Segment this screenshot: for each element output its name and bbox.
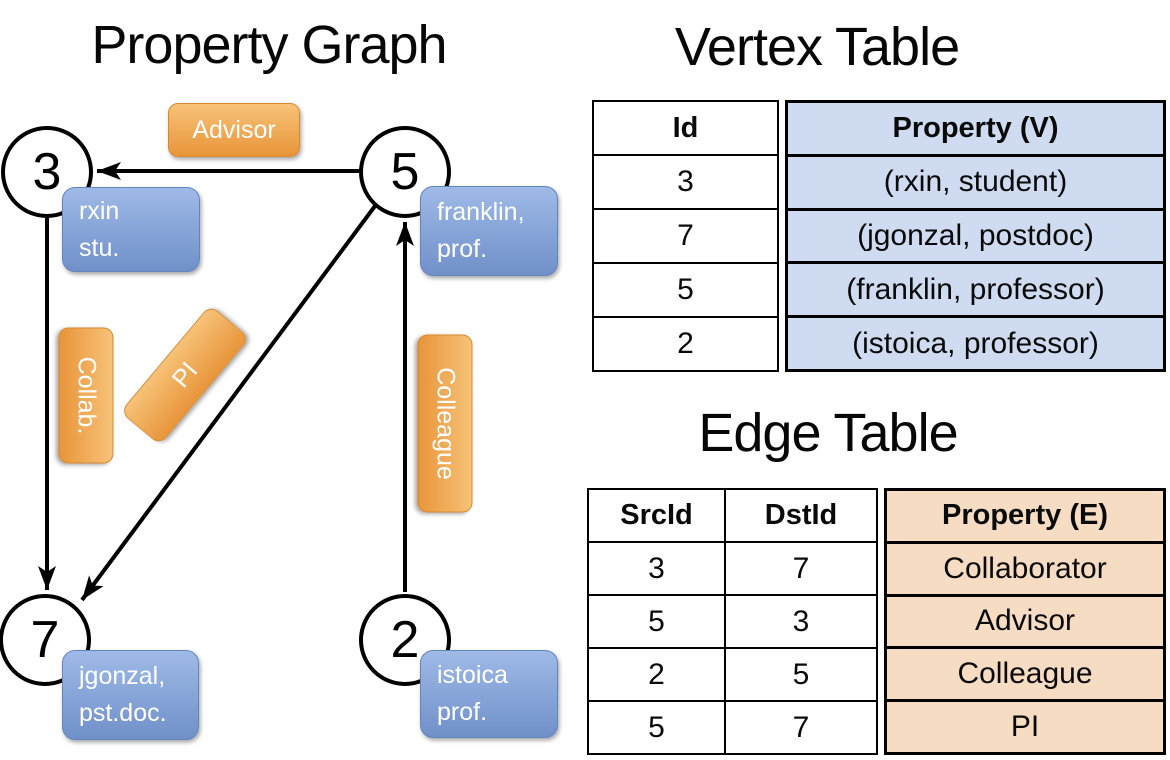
edge-label-pi-text: PI [166,356,203,393]
vertex-label-istoica-line1: istoica [437,661,508,689]
table-row: Advisor [887,593,1163,647]
table-row: 5 [589,594,724,647]
vertex-label-jgonzal: jgonzal, pst.doc. [62,650,199,740]
vertex-table-id-column: Id 3 7 5 2 [592,100,779,372]
table-row: 5 [594,262,777,316]
vertex-label-franklin-line1: franklin, [437,198,525,226]
vertex-label-franklin: franklin, prof. [420,186,558,276]
edge-label-advisor: Advisor [168,103,300,157]
edge-table-property-column: Property (E) Collaborator Advisor Collea… [884,488,1166,755]
table-row: 2 [594,316,777,370]
edge-label-collab-text: Collab. [72,356,101,435]
table-row: 5 [589,700,724,753]
edge-label-advisor-text: Advisor [192,115,276,144]
edge-label-colleague-text: Colleague [431,367,460,480]
table-row: 2 [589,647,724,700]
edge-table-title: Edge Table [698,403,958,463]
vertex-label-rxin: rxin stu. [62,187,200,272]
vertex-id-2: 2 [390,611,420,669]
table-row: 7 [726,700,876,753]
vertex-label-franklin-text: franklin, prof. [437,194,525,268]
table-row: Colleague [887,646,1163,699]
vertex-label-rxin-line2: stu. [79,233,120,262]
vertex-label-rxin-line1: rxin [79,196,120,225]
vertex-table-header-id: Id [672,111,699,144]
edge-table-header-dstid: DstId [764,499,838,531]
vertex-id-7: 7 [30,611,60,669]
edge-table-id-columns: SrcId 3 5 2 5 DstId 7 3 5 7 [587,488,878,755]
edge-table-src-column: SrcId 3 5 2 5 [589,490,724,753]
vertex-label-rxin-text: rxin stu. [79,193,119,267]
edge-label-collab: Collab. [58,327,114,464]
vertex-label-istoica-line2: prof. [437,698,488,726]
vertex-table-property-column: Property (V) (rxin, student) (jgonzal, p… [785,100,1166,372]
vertex-table-header-property: Property (V) [892,111,1059,144]
vertex-id-3: 3 [32,143,62,201]
table-row: 7 [726,541,876,594]
table-row: 5 [726,647,876,700]
property-graph-title: Property Graph [91,15,447,75]
vertex-table-title: Vertex Table [674,17,960,77]
table-row: 3 [726,594,876,647]
vertex-label-istoica: istoica prof. [420,650,558,738]
table-row: PI [887,699,1163,752]
table-row: 3 [589,541,724,594]
edge-5-to-7-pi [80,204,377,602]
edge-table-dst-column: DstId 7 3 5 7 [724,490,876,753]
vertex-label-franklin-line2: prof. [437,235,488,263]
table-row: (jgonzal, postdoc) [788,207,1163,262]
vertex-id-5: 5 [390,143,420,201]
vertex-label-jgonzal-line2: pst.doc. [79,699,167,727]
edge-label-colleague: Colleague [417,334,473,513]
table-row: Collaborator [887,540,1163,594]
table-row: (rxin, student) [788,153,1163,208]
vertex-label-istoica-text: istoica prof. [437,657,508,731]
vertex-label-jgonzal-text: jgonzal, pst.doc. [79,658,167,732]
table-row: (franklin, professor) [788,261,1163,315]
edge-table-header-srcid: SrcId [620,499,693,531]
vertex-label-jgonzal-line1: jgonzal, [79,662,166,690]
vertex-table: Id 3 7 5 2 Property (V) (rxin, student) … [592,100,1166,372]
edge-table: SrcId 3 5 2 5 DstId 7 3 5 7 Property (E)… [587,488,1166,755]
edge-table-header-property: Property (E) [942,499,1108,532]
table-row: (istoica, professor) [788,315,1163,369]
table-row: 7 [594,208,777,262]
table-row: 3 [594,154,777,208]
